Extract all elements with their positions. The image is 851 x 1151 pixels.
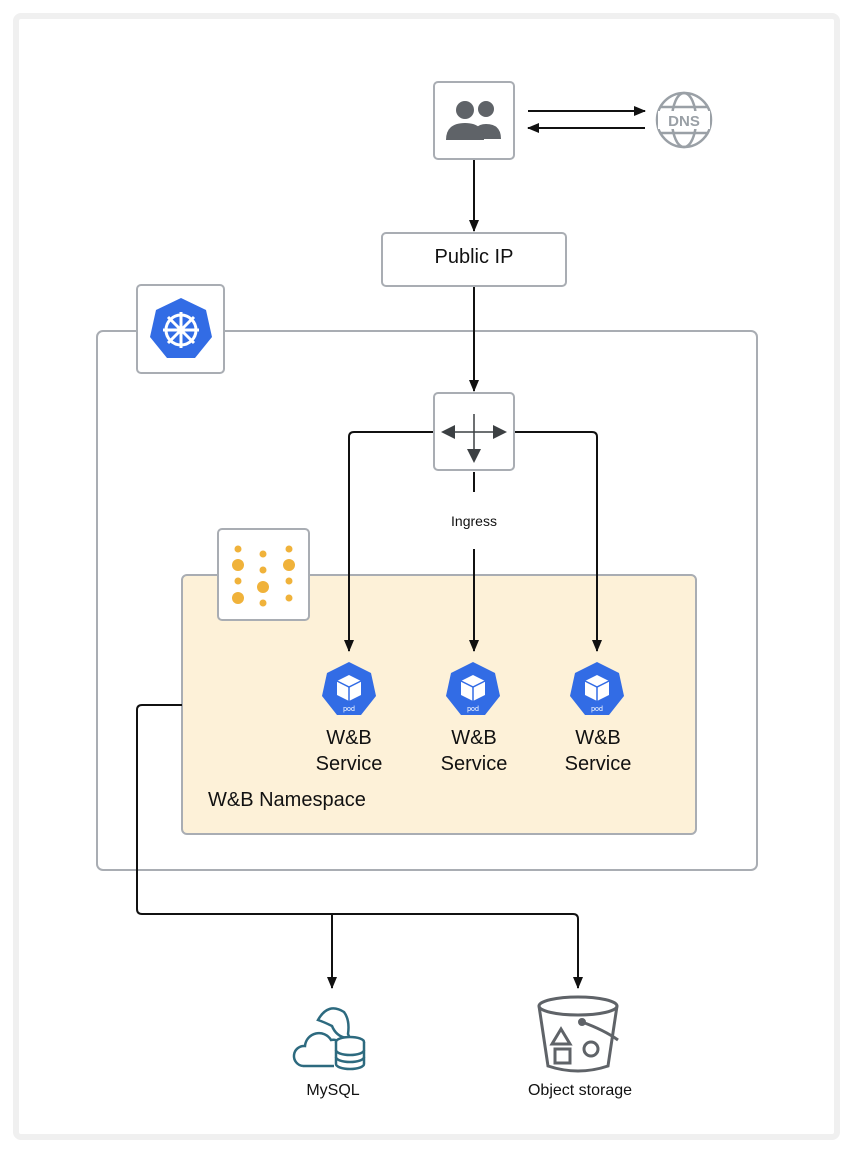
pod-icon: pod [570, 662, 624, 715]
pod-icon-text: pod [591, 706, 603, 713]
ingress-label: Ingress [451, 513, 497, 529]
ingress-to-service-left-arrow [344, 431, 433, 652]
mysql-label: MySQL [306, 1082, 360, 1099]
pod-icon: pod [446, 662, 500, 715]
service-name-line1: W&B [326, 727, 372, 749]
connectors [136, 106, 646, 989]
object-storage-label: Object storage [527, 1082, 633, 1099]
pod-icon-text: pod [467, 706, 479, 713]
ingress-to-service-right-arrow [515, 431, 602, 652]
wandb-service-label: W&B Service [538, 725, 658, 777]
mysql-icon [292, 1007, 366, 1071]
users-icon [446, 101, 501, 140]
dns-icon-text: DNS [668, 113, 700, 130]
wandb-service-label: W&B Service [289, 725, 409, 777]
load-balancer-icon [441, 414, 507, 463]
users-node [433, 81, 515, 160]
service-name-line1: W&B [575, 727, 621, 749]
kubernetes-icon [150, 298, 212, 358]
wandb-logo-badge [217, 528, 310, 621]
kubernetes-cluster-boundary [96, 330, 758, 871]
object-storage-icon [537, 995, 619, 1073]
namespace-to-storage-bus [136, 704, 583, 989]
service-name-line1: W&B [451, 727, 497, 749]
wandb-service-label: W&B Service [414, 725, 534, 777]
ingress-node [433, 392, 515, 471]
service-name-line2: Service [315, 753, 383, 775]
dns-globe-icon: DNS [655, 91, 713, 149]
namespace-label: W&B Namespace [208, 789, 366, 811]
service-name-line2: Service [564, 753, 632, 775]
pod-icon: pod [322, 662, 376, 715]
public-ip-node [381, 232, 567, 287]
kubernetes-badge [136, 284, 225, 374]
wandb-logo-icon [232, 545, 295, 607]
public-ip-label: Public IP [434, 246, 514, 268]
service-name-line2: Service [440, 753, 508, 775]
pod-icon-text: pod [343, 706, 355, 713]
